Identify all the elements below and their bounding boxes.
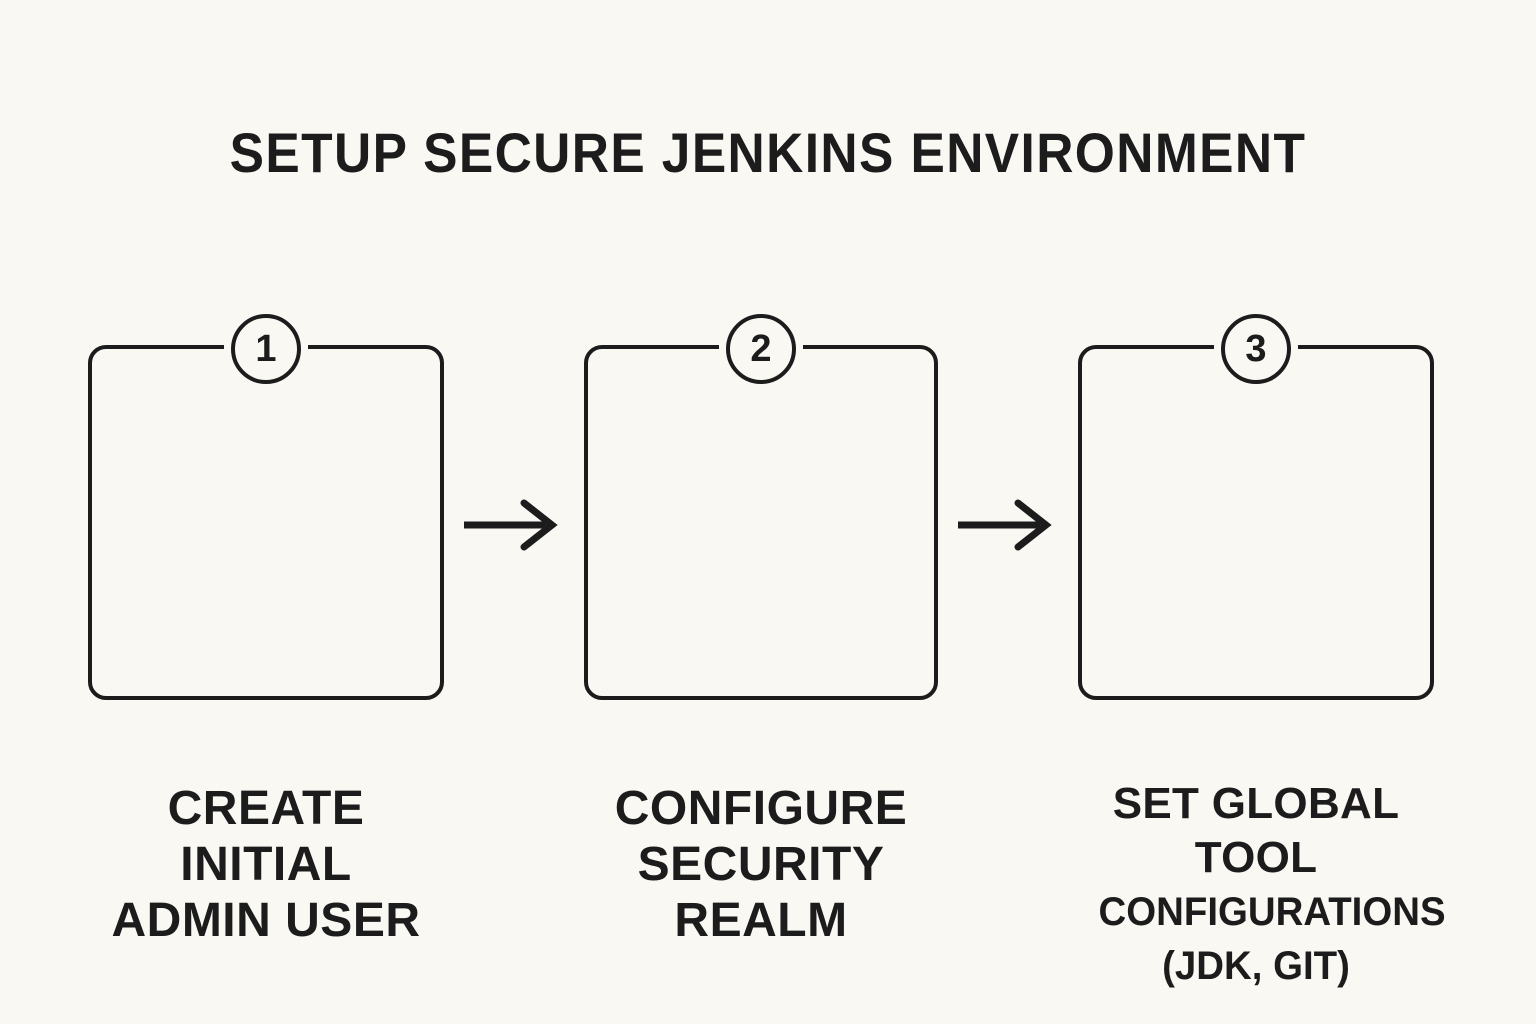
arrow-right-icon-1 (462, 497, 558, 553)
step-3-line-4: (JDK, GIT) (1162, 944, 1350, 988)
step-3-line-1: SET GLOBAL (1112, 779, 1400, 828)
step-2-line-3: REALM (674, 894, 848, 947)
step-1-label: CREATE INITIAL ADMIN USER (92, 781, 440, 949)
arrow-right-icon-2 (956, 497, 1052, 553)
step-number-badge-3: 3 (1221, 314, 1291, 384)
step-2-line-2: SECURITY (637, 838, 885, 891)
step-2-line-1: CONFIGURE (614, 782, 908, 835)
step-number-badge-1: 1 (231, 314, 301, 384)
step-3-label: SET GLOBAL TOOL CONFIGURATIONS (JDK, GIT… (1082, 777, 1446, 993)
step-1-line-2: INITIAL (180, 838, 352, 891)
step-1-line-3: ADMIN USER (111, 894, 421, 947)
step-2-label: CONFIGURE SECURITY REALM (588, 781, 934, 949)
page-title: SETUP SECURE JENKINS ENVIRONMENT (229, 121, 1307, 184)
step-1-line-1: CREATE (167, 782, 365, 835)
step-box-2[interactable]: CONFIGURE SECURITY REALM (584, 341, 938, 947)
step-box-3[interactable]: SET GLOBAL TOOL CONFIGURATIONS (JDK, GIT… (1078, 341, 1446, 988)
step-box-1[interactable]: CREATE INITIAL ADMIN USER (88, 341, 444, 947)
step-number-badge-2: 2 (726, 314, 796, 384)
step-3-line-2: TOOL (1194, 833, 1318, 882)
step-3-line-3: CONFIGURATIONS (1098, 890, 1446, 934)
